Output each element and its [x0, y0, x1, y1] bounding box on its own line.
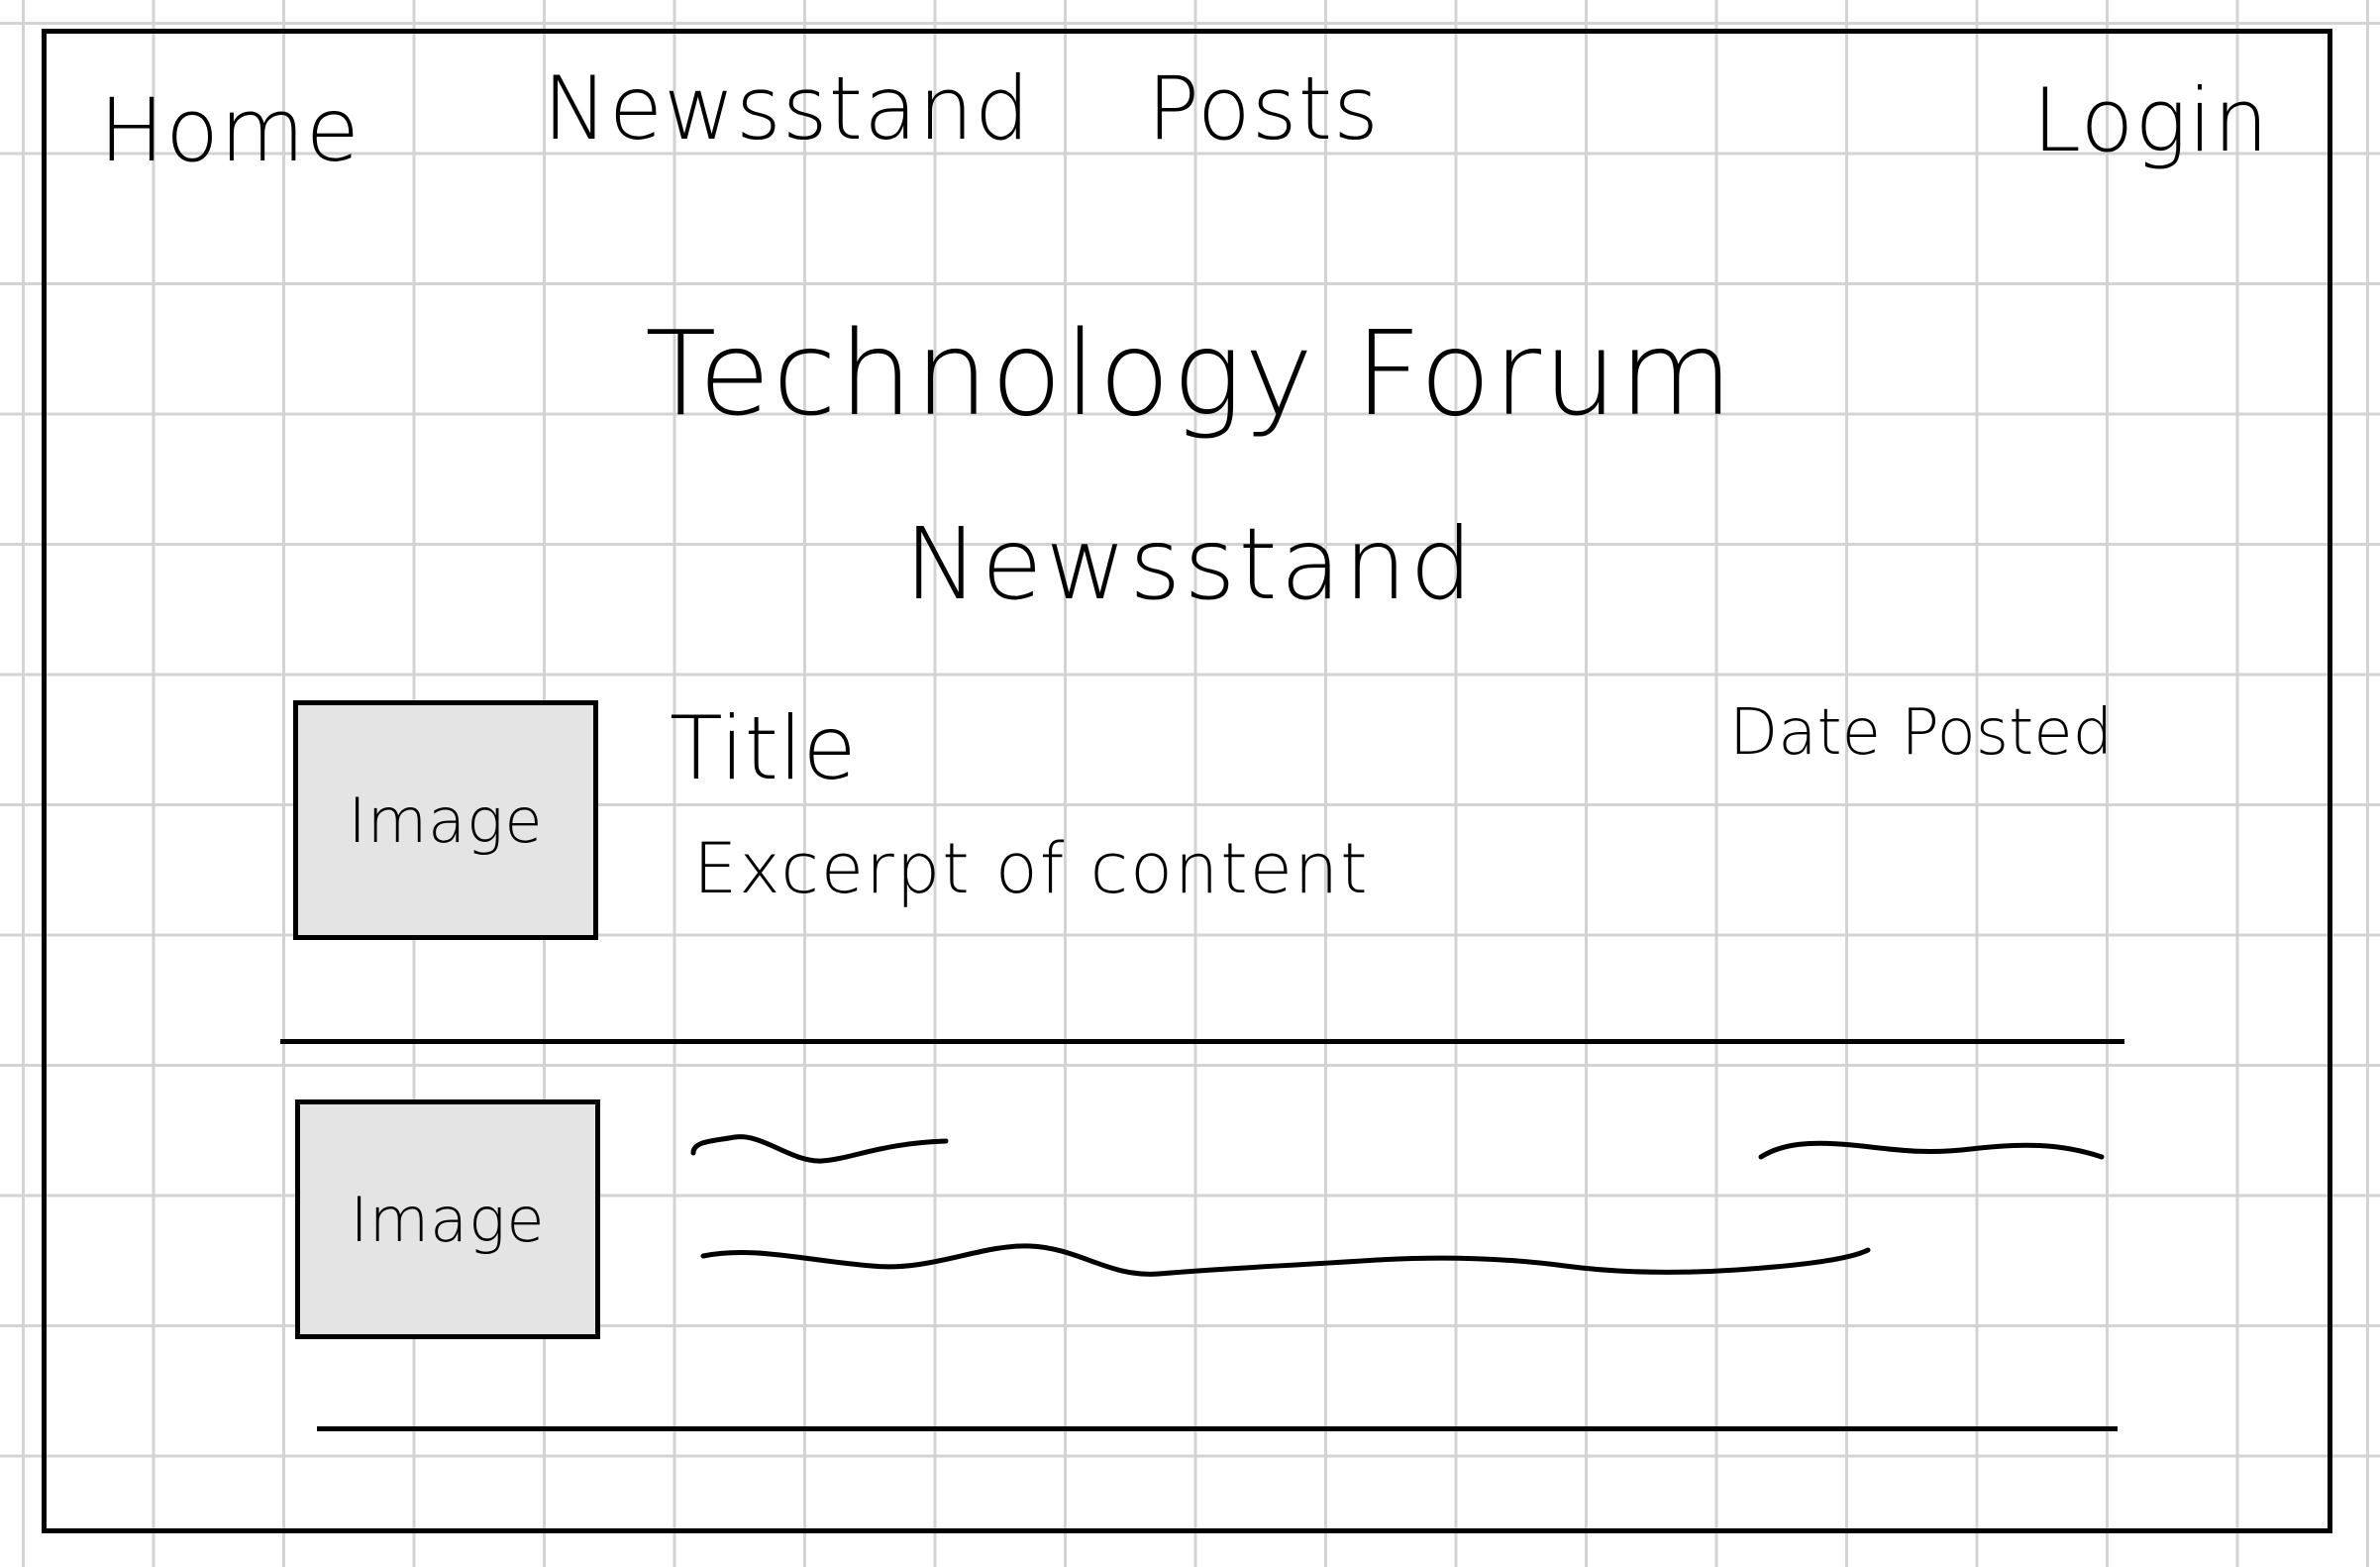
nav-login-link[interactable]: Login — [2032, 69, 2270, 171]
nav-home-link[interactable]: Home — [99, 79, 361, 181]
page-subtitle: Newsstand — [904, 506, 1476, 622]
post-title-placeholder-squiggle — [690, 1134, 949, 1164]
post-image-label: Image — [350, 1183, 546, 1256]
post-divider — [280, 1039, 2124, 1044]
post-image-placeholder[interactable]: Image — [295, 1099, 600, 1339]
post-divider — [317, 1426, 2118, 1431]
post-date-placeholder-squiggle — [1758, 1140, 2105, 1160]
post-excerpt: Excerpt of content — [693, 828, 1370, 909]
post-title[interactable]: Title — [670, 697, 857, 799]
post-date: Date Posted — [1729, 696, 2114, 770]
site-title: Technology Forum — [645, 305, 1735, 442]
nav-posts-link[interactable]: Posts — [1147, 57, 1380, 159]
wireframe-frame — [42, 29, 2332, 1533]
post-image-label: Image — [348, 784, 544, 857]
nav-newsstand-link[interactable]: Newsstand — [543, 57, 1031, 159]
post-excerpt-placeholder-squiggle — [700, 1243, 1871, 1277]
post-image-placeholder[interactable]: Image — [293, 700, 598, 940]
